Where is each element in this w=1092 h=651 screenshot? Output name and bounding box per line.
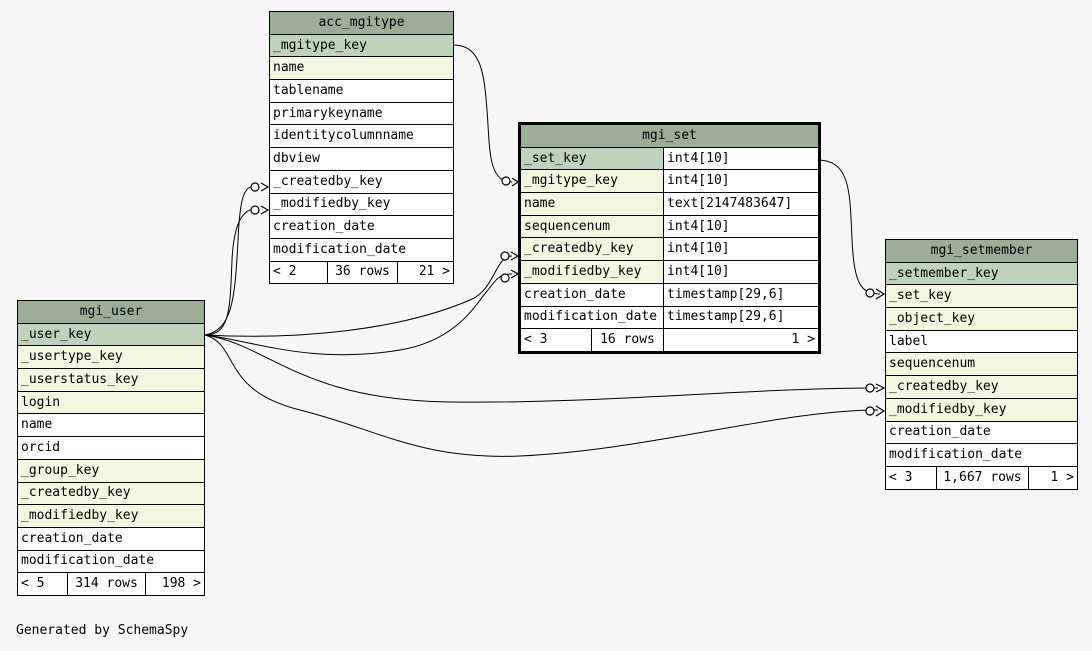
optional-marker bbox=[250, 205, 260, 215]
column-type: int4[10] bbox=[663, 169, 820, 194]
table-mgi-setmember[interactable]: mgi_setmember _setmember_key _set_key _o… bbox=[885, 239, 1078, 490]
crowfoot-marker bbox=[875, 405, 886, 417]
edge-user-to-set-modifiedby bbox=[204, 273, 513, 356]
edge-user-to-mgitype-createdby bbox=[204, 185, 257, 336]
row-count: 36 rows bbox=[327, 260, 398, 285]
column-dbview[interactable]: dbview bbox=[269, 147, 454, 171]
parents-count[interactable]: < 3 bbox=[885, 465, 937, 490]
column-creation-date[interactable]: creation_date bbox=[16, 526, 206, 551]
column-sequencenum[interactable]: sequencenum bbox=[519, 214, 664, 239]
column-type: int4[10] bbox=[663, 237, 820, 262]
column-type: timestamp[29,6] bbox=[663, 282, 820, 307]
column-usertype-key[interactable]: _usertype_key bbox=[16, 345, 206, 370]
column-modifiedby-key[interactable]: _modifiedby_key bbox=[885, 397, 1078, 422]
row-count: 16 rows bbox=[591, 328, 664, 353]
table-title[interactable]: mgi_user bbox=[16, 300, 206, 324]
column-modification-date[interactable]: modification_date bbox=[885, 443, 1078, 467]
column-primarykeyname[interactable]: primarykeyname bbox=[269, 101, 454, 126]
column-modification-date[interactable]: modification_date bbox=[16, 549, 206, 574]
column-sequencenum[interactable]: sequencenum bbox=[885, 352, 1078, 377]
generated-by-note: Generated by SchemaSpy bbox=[16, 623, 189, 638]
parents-count[interactable]: < 2 bbox=[269, 260, 328, 285]
column-creation-date[interactable]: creation_date bbox=[269, 215, 454, 239]
optional-marker bbox=[865, 406, 875, 416]
column-setmember-key[interactable]: _setmember_key bbox=[885, 261, 1078, 286]
column-mgitype-key[interactable]: _mgitype_key bbox=[269, 33, 454, 58]
column-type: text[2147483647] bbox=[663, 192, 820, 216]
parents-count[interactable]: < 5 bbox=[17, 572, 68, 596]
column-creation-date[interactable]: creation_date bbox=[885, 420, 1078, 445]
column-creation-date[interactable]: creation_date bbox=[519, 282, 664, 307]
edge-mgitype-to-set bbox=[452, 44, 513, 183]
column-createdby-key[interactable]: _createdby_key bbox=[269, 169, 454, 194]
crowfoot-marker bbox=[260, 205, 270, 215]
edge-user-to-setmember-createdby bbox=[204, 334, 879, 403]
children-count[interactable]: 1 > bbox=[663, 328, 820, 353]
children-count[interactable]: 21 > bbox=[397, 260, 454, 285]
table-acc-mgitype[interactable]: acc_mgitype _mgitype_key name tablename … bbox=[269, 11, 454, 285]
row-count: 314 rows bbox=[67, 572, 146, 596]
column-set-key[interactable]: _set_key bbox=[885, 284, 1078, 309]
column-modifiedby-key[interactable]: _modifiedby_key bbox=[269, 192, 454, 217]
crowfoot-marker bbox=[260, 182, 270, 192]
column-object-key[interactable]: _object_key bbox=[885, 307, 1078, 331]
column-login[interactable]: login bbox=[16, 390, 206, 415]
column-set-key[interactable]: _set_key bbox=[519, 146, 664, 171]
column-createdby-key[interactable]: _createdby_key bbox=[885, 375, 1078, 399]
crowfoot-marker bbox=[510, 251, 520, 261]
column-group-key[interactable]: _group_key bbox=[16, 458, 206, 483]
column-type: timestamp[29,6] bbox=[663, 305, 820, 330]
column-modifiedby-key[interactable]: _modifiedby_key bbox=[519, 260, 664, 284]
parents-count[interactable]: < 3 bbox=[519, 328, 592, 353]
column-modification-date[interactable]: modification_date bbox=[519, 305, 664, 330]
table-title[interactable]: mgi_set bbox=[519, 123, 820, 148]
edge-set-to-setmember bbox=[816, 159, 881, 295]
children-count[interactable]: 1 > bbox=[1028, 465, 1078, 490]
edge-user-to-set-createdby bbox=[204, 255, 513, 337]
column-modification-date[interactable]: modification_date bbox=[269, 237, 454, 262]
optional-marker bbox=[865, 288, 875, 298]
edge-user-to-setmember-modifiedby bbox=[204, 334, 879, 457]
column-createdby-key[interactable]: _createdby_key bbox=[519, 237, 664, 262]
column-user-key[interactable]: _user_key bbox=[16, 322, 206, 347]
table-title[interactable]: acc_mgitype bbox=[269, 11, 454, 35]
optional-marker bbox=[250, 182, 260, 192]
table-mgi-user[interactable]: mgi_user _user_key _usertype_key _userst… bbox=[16, 300, 206, 596]
column-type: int4[10] bbox=[663, 260, 820, 284]
column-userstatus-key[interactable]: _userstatus_key bbox=[16, 368, 206, 392]
column-name[interactable]: name bbox=[269, 56, 454, 81]
column-name[interactable]: name bbox=[519, 192, 664, 216]
crowfoot-marker bbox=[510, 269, 520, 279]
crowfoot-marker bbox=[875, 383, 886, 393]
column-createdby-key[interactable]: _createdby_key bbox=[16, 481, 206, 506]
edge-user-to-mgitype-modifiedby bbox=[204, 208, 257, 336]
row-count: 1,667 rows bbox=[936, 465, 1029, 490]
table-title[interactable]: mgi_setmember bbox=[885, 239, 1078, 263]
column-label[interactable]: label bbox=[885, 329, 1078, 354]
optional-marker bbox=[500, 251, 510, 261]
column-identitycolumnname[interactable]: identitycolumnname bbox=[269, 124, 454, 149]
column-orcid[interactable]: orcid bbox=[16, 436, 206, 460]
optional-marker bbox=[865, 383, 875, 393]
column-tablename[interactable]: tablename bbox=[269, 79, 454, 103]
column-modifiedby-key[interactable]: _modifiedby_key bbox=[16, 504, 206, 528]
children-count[interactable]: 198 > bbox=[144, 572, 206, 596]
column-name[interactable]: name bbox=[16, 413, 206, 438]
crowfoot-marker bbox=[875, 288, 886, 300]
optional-marker bbox=[500, 273, 510, 283]
column-type: int4[10] bbox=[663, 214, 820, 239]
optional-marker bbox=[501, 176, 511, 186]
column-type: int4[10] bbox=[663, 146, 820, 171]
column-mgitype-key[interactable]: _mgitype_key bbox=[519, 169, 664, 194]
